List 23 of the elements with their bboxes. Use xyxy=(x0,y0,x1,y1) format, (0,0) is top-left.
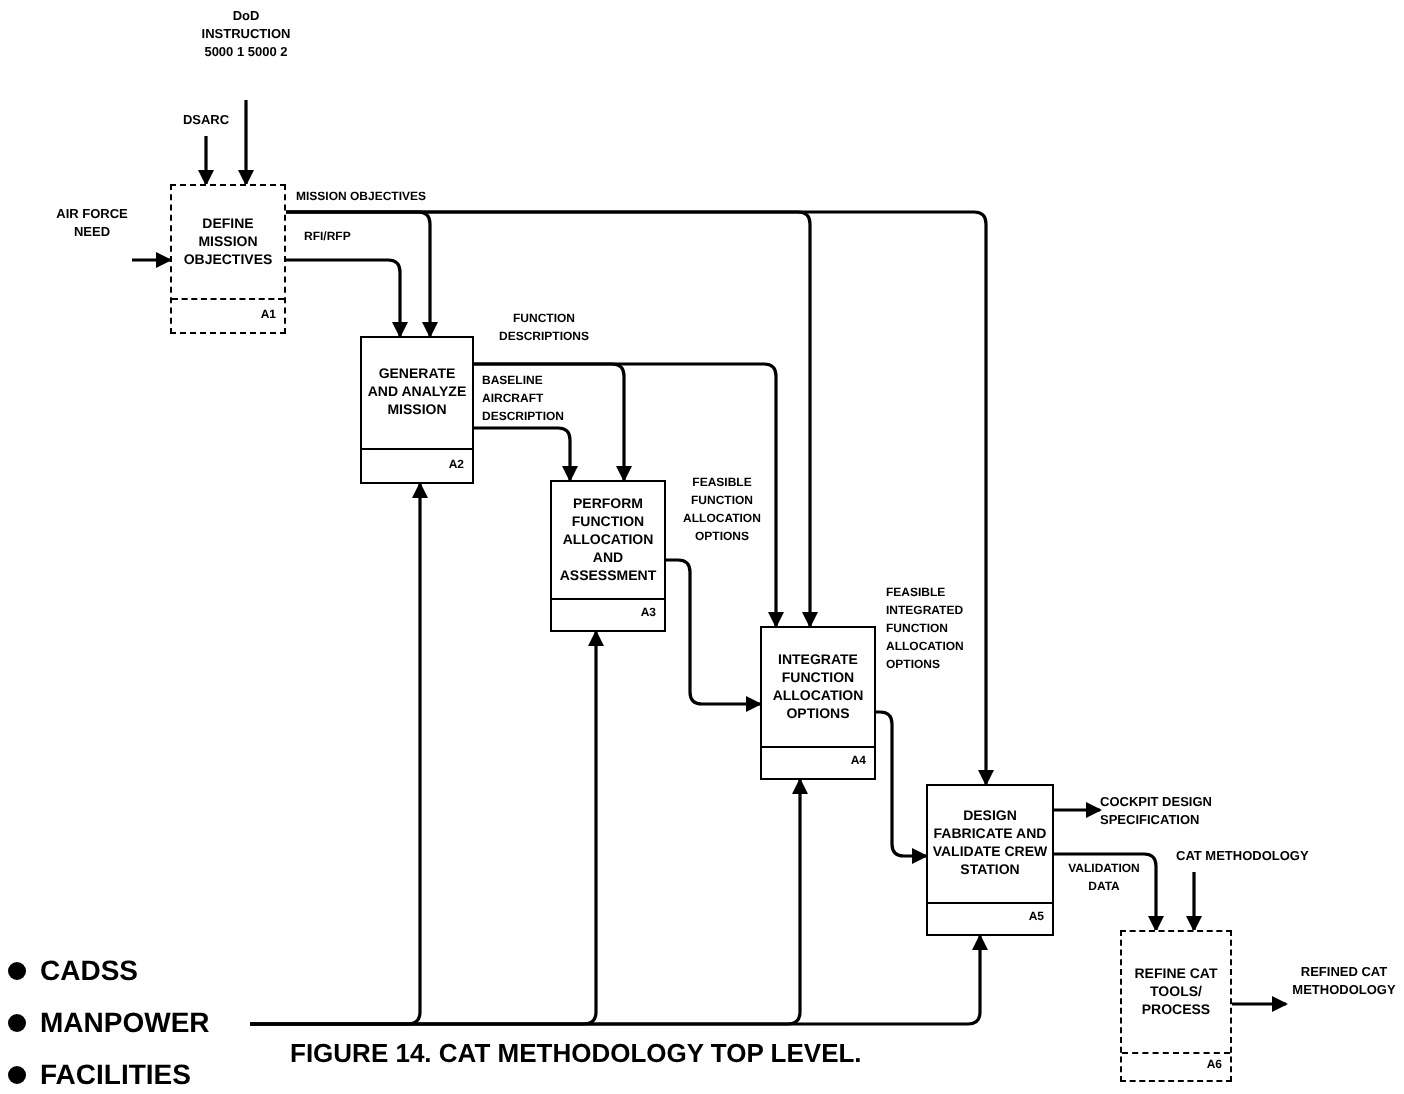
activity-box xyxy=(360,336,474,484)
resource-item: FACILITIES xyxy=(40,1056,191,1092)
figure-caption: FIGURE 14. CAT METHODOLOGY TOP LEVEL. xyxy=(290,1036,862,1072)
arrow xyxy=(198,136,214,186)
resource-item: MANPOWER xyxy=(40,1004,210,1040)
arrow xyxy=(1186,872,1202,932)
activity-box xyxy=(926,784,1054,936)
arrow xyxy=(132,252,172,268)
arrow xyxy=(474,426,578,482)
dashed-activity-box xyxy=(170,184,286,334)
activity-box xyxy=(550,480,666,632)
arrow xyxy=(876,710,928,864)
arrow xyxy=(286,258,408,338)
arrow xyxy=(666,558,762,712)
dashed-activity-box xyxy=(1120,930,1232,1082)
arrow xyxy=(250,934,988,1026)
arrow xyxy=(286,210,994,786)
arrow xyxy=(1232,996,1288,1012)
arrow xyxy=(238,100,254,186)
arrow xyxy=(474,362,784,628)
activity-box xyxy=(760,626,876,780)
resource-item: CADSS xyxy=(40,952,139,988)
arrow xyxy=(1054,802,1102,818)
